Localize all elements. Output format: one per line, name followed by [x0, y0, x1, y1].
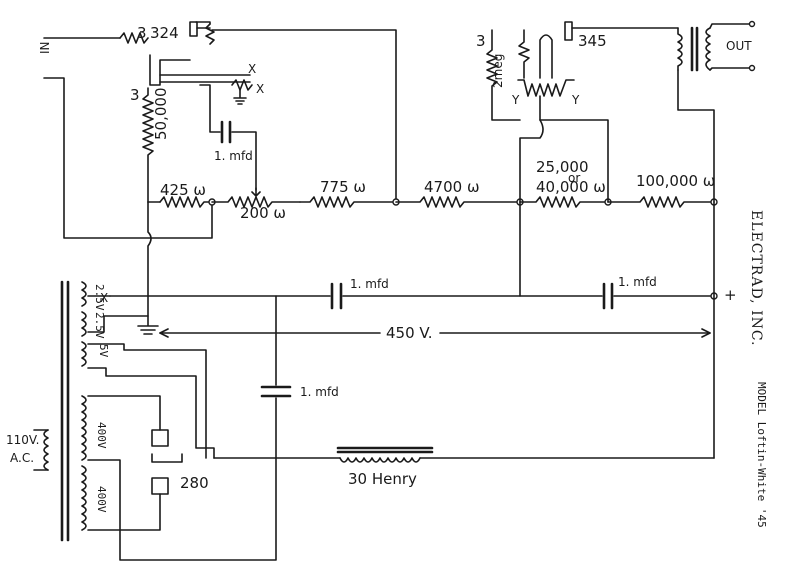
cap-vertical-plates [260, 385, 292, 398]
res-200-label: 200 ω [240, 204, 286, 222]
cap-mid-left-label: 1. mfd [350, 277, 389, 291]
cap-top-plates [220, 120, 232, 144]
res-775-label: 775 ω [320, 178, 366, 196]
power-primary-leads [33, 429, 49, 471]
rectifier-plate-2 [151, 477, 169, 495]
output-terminal-1 [748, 20, 756, 28]
tube-345-filament [564, 21, 573, 41]
plus-label: + [724, 286, 737, 304]
res-40000-label: 40,000 ω [536, 178, 606, 196]
output-core [690, 26, 699, 72]
choke-coil [339, 457, 421, 463]
potentiometer-wiper [251, 187, 261, 197]
tube-324-coil [205, 23, 215, 45]
output-terminal-2 [748, 64, 756, 72]
res-100000-label: 100,000 ω [636, 172, 715, 190]
winding-25v-b [81, 311, 87, 337]
lead-400v-ct [87, 457, 277, 561]
output-wire-bottom [709, 67, 753, 71]
cap-top-lead-right [231, 131, 257, 191]
tube-345-plate-loop [539, 34, 553, 79]
company-label: ELECTRAD, INC. [748, 210, 764, 347]
resistor-4700 [395, 196, 521, 208]
tube-324-pin3-label: 3 [137, 24, 147, 42]
ac-input-ac-label: A.C. [10, 451, 34, 465]
resistor-50000 [142, 87, 154, 203]
filament-ground [233, 89, 247, 105]
model-label: MODEL Loftin-White '45 [755, 382, 768, 528]
tube-345-grid-resistor [518, 29, 530, 79]
power-core [60, 280, 70, 542]
resistor-100000 [607, 196, 715, 208]
power-primary [43, 429, 49, 471]
main-ground [137, 201, 159, 335]
output-wire-top [709, 23, 753, 29]
ac-input-v-label: 110V. [6, 433, 39, 447]
lead-400v-top [87, 395, 161, 431]
res-25000-label: 25,000 [536, 158, 589, 176]
grid-lead-loop [149, 54, 191, 86]
res-4700-label: 4700 ω [424, 178, 480, 196]
cap-top-lead-left [199, 84, 221, 133]
lead-400v-bottom [87, 493, 161, 531]
rectifier-label: 280 [180, 474, 209, 492]
output-label: OUT [726, 39, 752, 53]
output-primary-to-bus [677, 69, 715, 203]
tube-345-cathode [539, 95, 609, 203]
rectifier-plate-1 [151, 429, 169, 447]
tube-324-top [195, 21, 211, 25]
sec-400v-b-label: 400V [95, 486, 108, 513]
res-2meg-label: 2meg [491, 54, 505, 88]
winding-25v-a [81, 281, 87, 307]
cap-mid-right-plates [602, 282, 614, 310]
resistor-25000 [519, 196, 609, 208]
mark-x2: X [256, 82, 264, 96]
tube-345-label: 345 [578, 32, 607, 50]
lead-25v-ct [87, 315, 149, 333]
tube-324-label: 324 [150, 24, 179, 42]
cap-vertical-label: 1. mfd [300, 385, 339, 399]
resistor-775 [299, 196, 397, 208]
resistor-2meg [486, 29, 521, 121]
voltage-arrowheads [159, 328, 711, 338]
rectifier-filament [151, 453, 183, 463]
tube-345-pin3-label: 3 [476, 32, 486, 50]
tube-324-filament [189, 21, 198, 37]
res-425-label: 425 ω [160, 181, 206, 199]
tube-324-pin3b-label: 3 [130, 86, 140, 104]
winding-400v-a [81, 395, 87, 461]
cap-mid-right-label: 1. mfd [618, 275, 657, 289]
tube-345-crossover [519, 119, 544, 203]
output-secondary [705, 27, 711, 71]
input-wire-bottom [43, 77, 213, 239]
winding-400v-b [81, 465, 87, 531]
resistor-425 [159, 196, 213, 208]
mark-y1: Y [511, 93, 520, 107]
top-bus-wire [211, 29, 397, 203]
sec-25v-label: 2.5V [93, 284, 106, 311]
filament-balance-resistor [231, 79, 253, 91]
input-resistor [119, 32, 149, 44]
cap-mid-left-plates [330, 282, 343, 310]
cap-top-label: 1. mfd [214, 149, 253, 163]
res-50000-label: 50,000 [152, 88, 170, 141]
choke-core [336, 446, 434, 454]
winding-5v [81, 341, 87, 367]
sec-400v-a-label: 400V [95, 422, 108, 449]
res-or-label: or [568, 171, 580, 185]
mark-x1: X [248, 62, 256, 76]
lead-5v-a [87, 343, 207, 459]
resistor-200 [211, 196, 301, 208]
input-label: IN [38, 41, 52, 54]
mark-xbot: X [100, 291, 108, 305]
tube-345-filament-resistor [517, 79, 575, 97]
sec-5v-label: 5V [97, 344, 110, 358]
mark-y2: Y [571, 93, 580, 107]
choke-label: 30 Henry [348, 470, 417, 488]
voltage-label: 450 V. [386, 324, 433, 342]
lead-5v-b [87, 367, 215, 459]
output-primary [677, 27, 683, 71]
